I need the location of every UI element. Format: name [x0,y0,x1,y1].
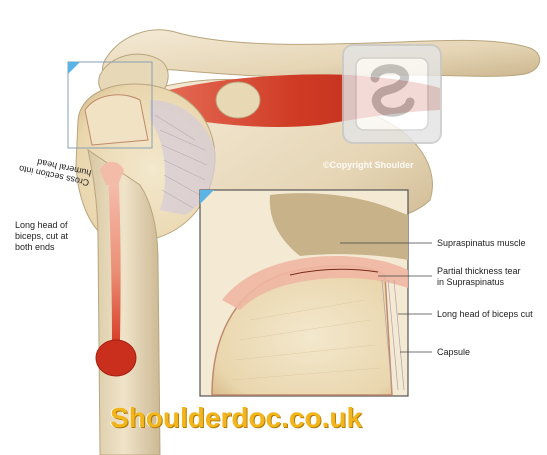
label-line: both ends [15,242,68,253]
label-line: in Supraspinatus [437,277,521,288]
label-line: Partial thickness tear [437,266,521,277]
cross-section-corner-marker [68,62,80,74]
label-line: biceps, cut at [15,231,68,242]
coracoid-process [216,82,260,118]
label-partial-tear: Partial thickness tear in Supraspinatus [437,266,521,288]
copyright-text: ©Copyright Shoulder [323,160,414,170]
brand-watermark: Shoulderdoc.co.uk [110,402,362,434]
long-head-biceps-muscle-cut [96,340,136,376]
cross-section-cut [85,95,148,145]
label-line: Long head of [15,220,68,231]
shoulderdoc-logo-mark [343,45,441,143]
label-supraspinatus-muscle: Supraspinatus muscle [437,238,526,249]
label-long-head-biceps-cut: Long head of biceps cut [437,309,533,320]
label-capsule: Capsule [437,347,470,358]
label-long-head-biceps: Long head of biceps, cut at both ends [15,220,68,253]
